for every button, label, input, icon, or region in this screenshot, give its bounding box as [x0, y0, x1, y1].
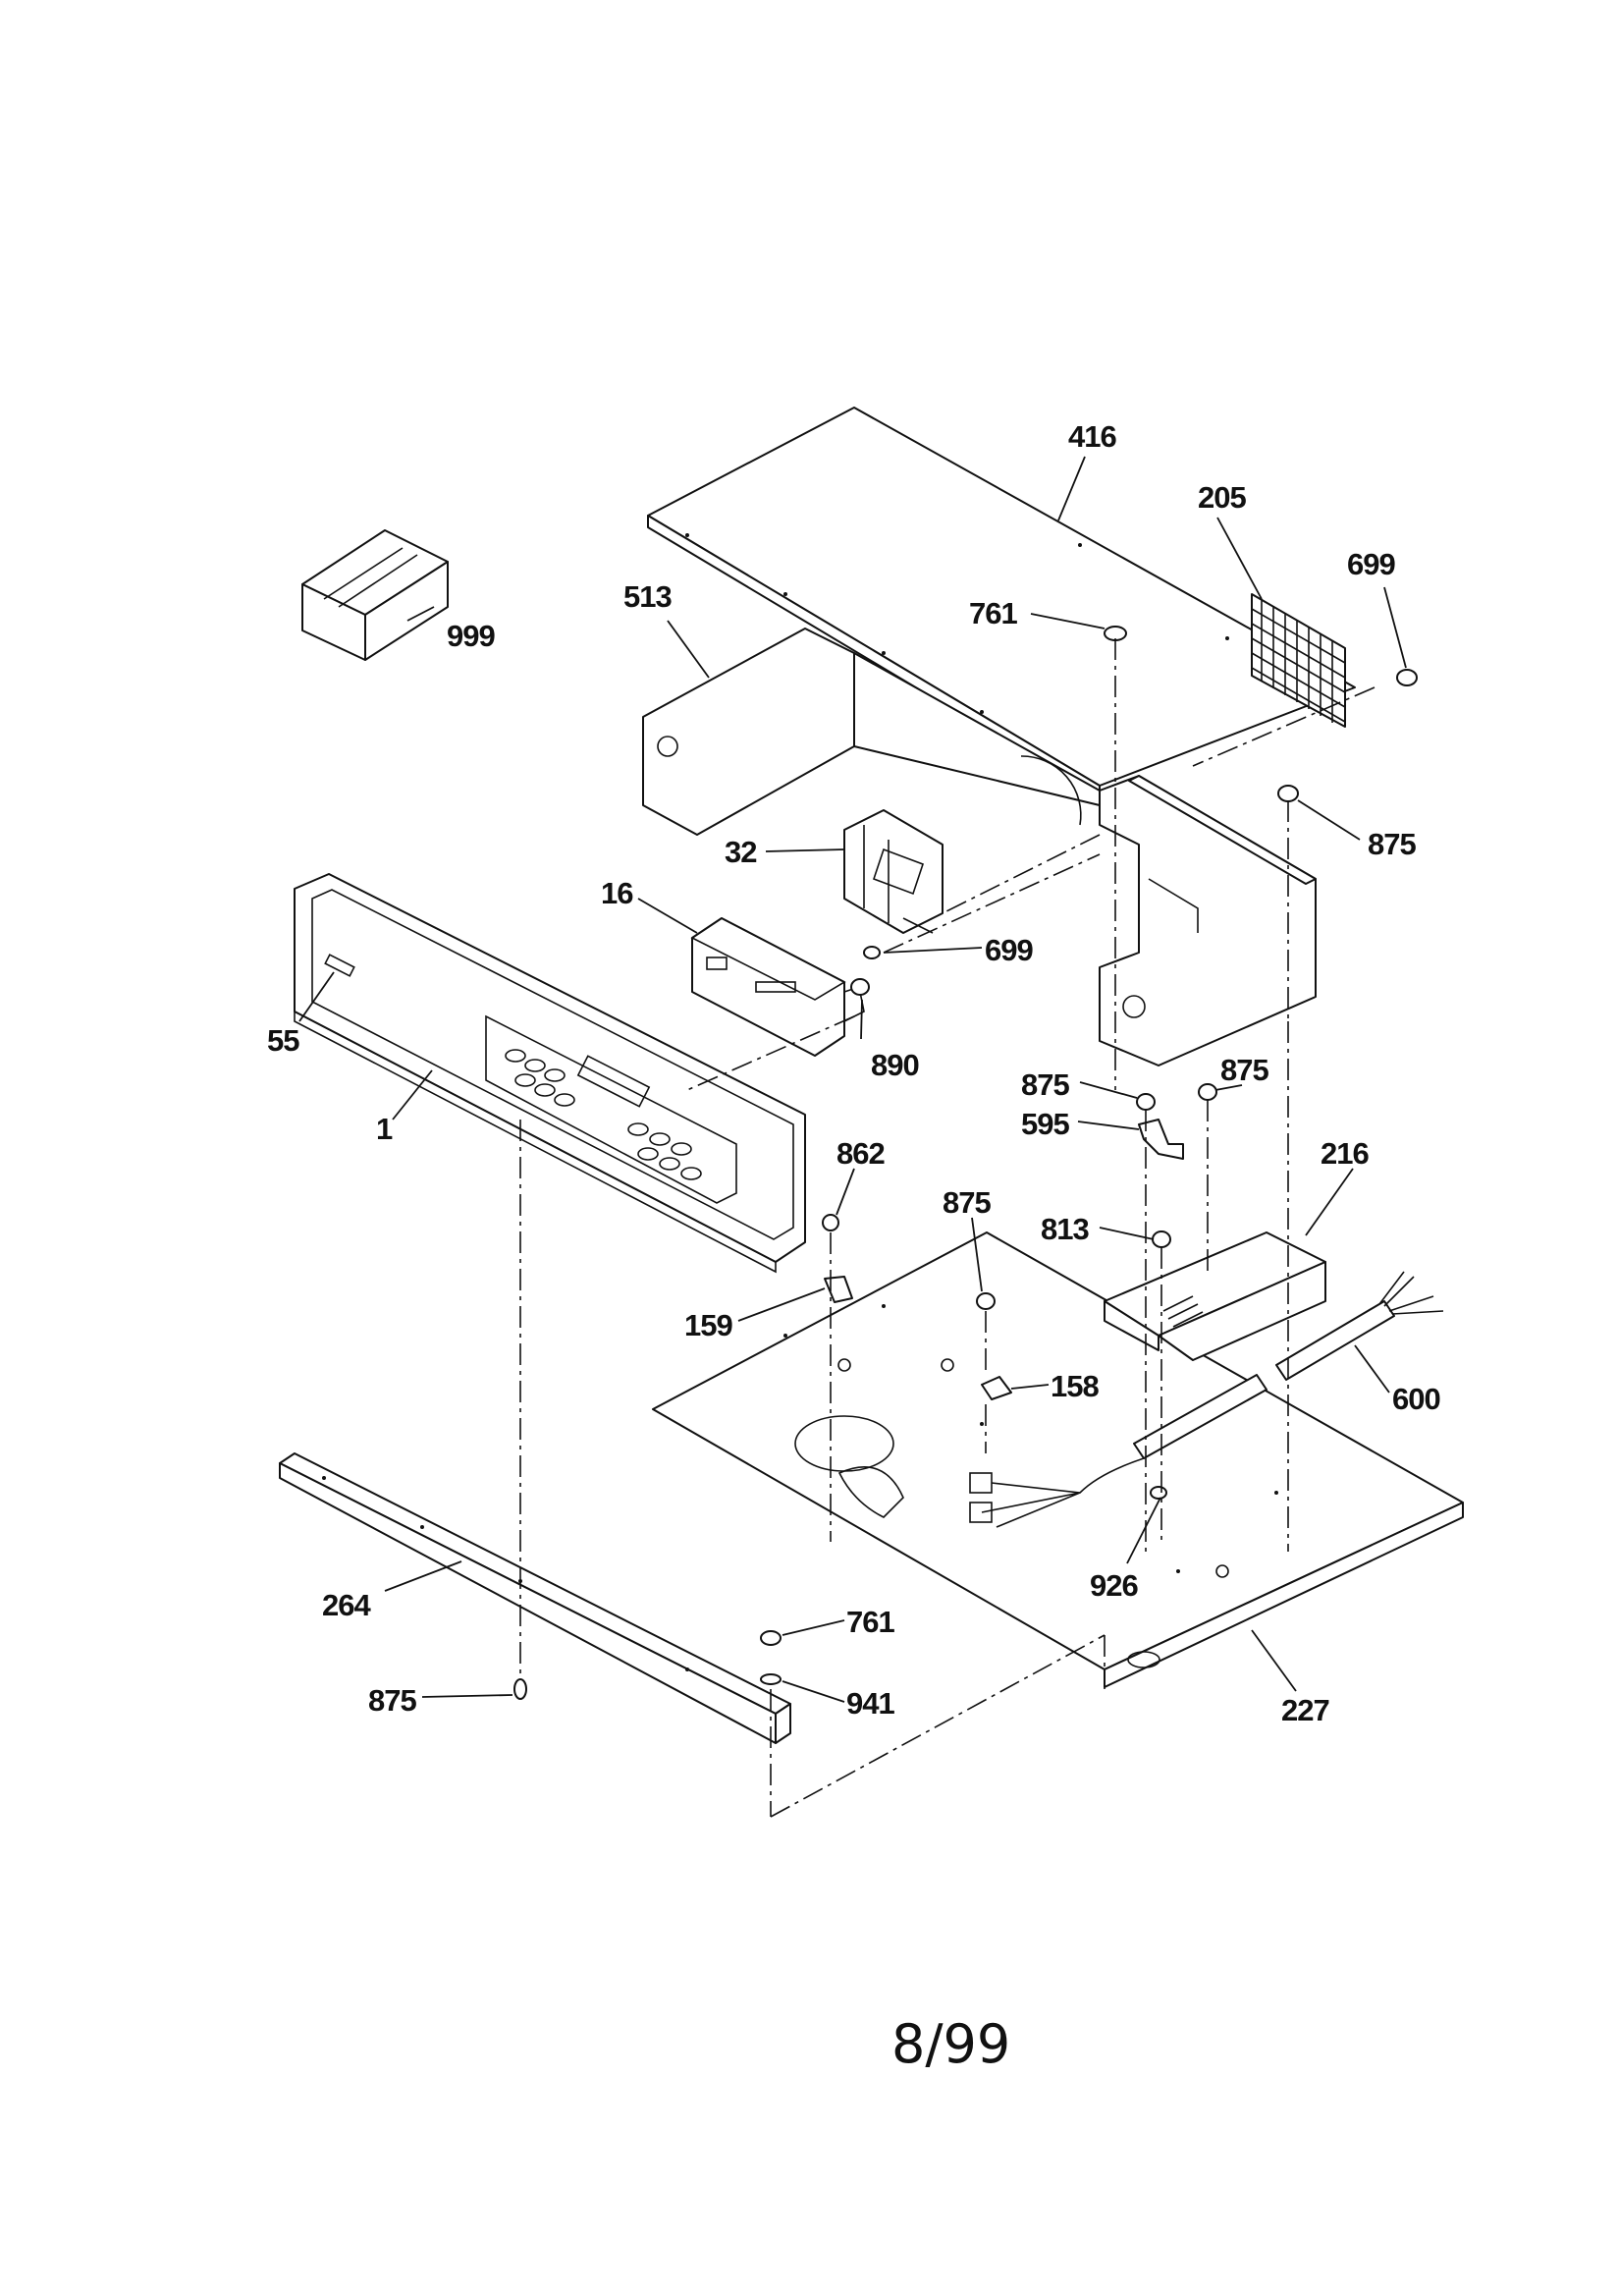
part-label-264: 264: [322, 1588, 371, 1622]
part-label-875: 875: [943, 1185, 991, 1220]
part-label-595: 595: [1021, 1107, 1069, 1141]
part-label-761: 761: [969, 596, 1017, 630]
part-label-16: 16: [601, 876, 633, 910]
bottom-panel-227: [652, 1231, 1464, 1688]
part-label-890: 890: [871, 1048, 919, 1082]
part-label-813: 813: [1041, 1212, 1089, 1246]
part-label-600: 600: [1392, 1382, 1440, 1416]
part-label-158: 158: [1051, 1369, 1099, 1403]
part-label-513: 513: [623, 579, 672, 614]
part-label-699: 699: [1347, 547, 1395, 581]
side-panel-513: [642, 628, 1101, 836]
part-label-761: 761: [846, 1605, 894, 1639]
assembly-alignment-lines: [519, 638, 1375, 1818]
part-label-926: 926: [1090, 1568, 1138, 1603]
control-board-16: [690, 917, 865, 1057]
front-trim-264: [279, 1452, 791, 1744]
part-label-216: 216: [1321, 1136, 1369, 1171]
part-label-862: 862: [836, 1136, 885, 1171]
part-label-875: 875: [1220, 1053, 1268, 1087]
fasteners: [513, 626, 1418, 1700]
right-back-panel: [1099, 775, 1317, 1066]
heating-element-600: [969, 1271, 1444, 1528]
part-label-699: 699: [985, 933, 1033, 967]
part-label-32: 32: [725, 835, 756, 869]
part-label-205: 205: [1198, 480, 1246, 515]
mesh-panel-205: [1251, 593, 1346, 728]
page-date-label: 8/99: [891, 2013, 1010, 2075]
part-label-159: 159: [684, 1308, 732, 1342]
callout-leaders: [298, 456, 1407, 1703]
part-labels: 416 205 699 513 761 999 875 32 16 699 55…: [267, 419, 1441, 1727]
part-label-416: 416: [1068, 419, 1116, 454]
part-label-875: 875: [1368, 827, 1416, 861]
part-label-55: 55: [267, 1023, 299, 1058]
part-label-875: 875: [1021, 1067, 1069, 1102]
part-label-875: 875: [368, 1683, 416, 1718]
part-label-1: 1: [376, 1112, 393, 1146]
control-panel-1: [294, 873, 806, 1274]
motor-assembly-32: [843, 809, 944, 934]
package-box-999: [301, 529, 449, 661]
part-label-941: 941: [846, 1686, 894, 1721]
part-label-227: 227: [1281, 1693, 1329, 1727]
control-panel-keypad: [505, 1049, 702, 1180]
part-label-999: 999: [447, 619, 495, 653]
